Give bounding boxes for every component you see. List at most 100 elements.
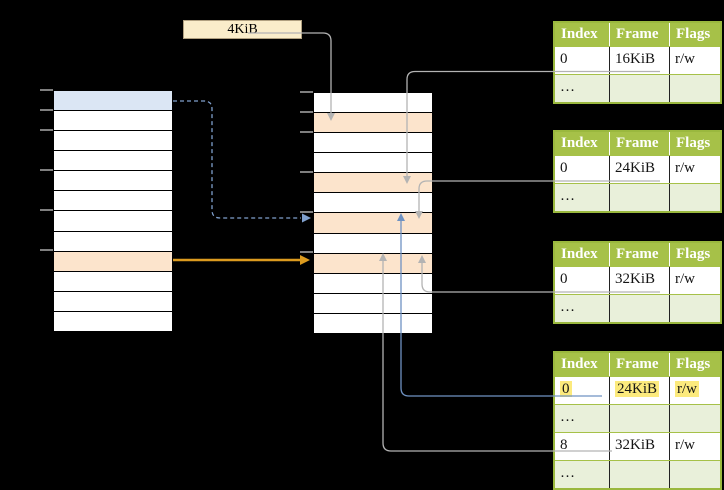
page-table-header-cell: Frame <box>610 243 670 266</box>
memory-cell-orange <box>314 213 432 234</box>
memory-cell-white <box>314 273 432 294</box>
page-table-cell <box>670 461 720 488</box>
page-table-cell: r/w <box>675 271 695 287</box>
connector-virtual-blue-dashed <box>173 100 311 223</box>
memory-cell-white <box>314 93 432 114</box>
physical-memory-column <box>313 92 433 334</box>
page-table-cell <box>670 295 720 322</box>
highlighted-value: r/w <box>675 381 699 397</box>
page-table-header-cell: Frame <box>610 23 670 46</box>
page-table-cell <box>670 405 720 432</box>
tick-mark <box>300 91 313 93</box>
memory-cell-white <box>54 171 172 192</box>
memory-cell-white <box>314 293 432 314</box>
page-table-header-cell: Index <box>555 23 610 46</box>
page-table-cell: … <box>555 184 610 211</box>
page-table-header-cell: Flags <box>676 246 711 262</box>
memory-cell-orange <box>54 251 172 272</box>
page-table-cell: 32KiB <box>610 267 670 294</box>
page-table-cell <box>610 461 670 488</box>
page-table-cell: … <box>555 405 610 432</box>
memory-cell-white <box>54 191 172 212</box>
page-table-header-cell: Flags <box>676 135 711 151</box>
page-table-row: … <box>555 404 720 432</box>
tick-mark <box>300 211 313 213</box>
page-table-cell <box>670 184 720 211</box>
page-table-header-cell: Index <box>555 353 610 376</box>
page-table-cell: 8 <box>555 433 610 460</box>
tick-mark <box>300 251 313 253</box>
page-table-header-cell: Frame <box>610 353 670 376</box>
memory-cell-white <box>314 313 432 333</box>
tick-mark <box>40 209 53 211</box>
tick-mark <box>40 89 53 91</box>
page-table-cell: 32KiB <box>610 433 670 460</box>
memory-cell-white <box>314 193 432 214</box>
page-table-cell: r/w <box>670 377 720 404</box>
memory-cell-white <box>54 291 172 312</box>
page-table-cell: 0 <box>555 377 610 404</box>
page-table-cell: 0 <box>555 47 610 74</box>
page-table-cell <box>610 184 670 211</box>
memory-cell-white <box>314 133 432 154</box>
memory-cell-white <box>54 111 172 132</box>
page-table-row: 0 24KiB r/w <box>555 376 720 404</box>
page-table-cell <box>670 75 720 102</box>
tick-mark <box>40 109 53 111</box>
highlighted-value: 0 <box>560 381 572 397</box>
memory-cell-orange <box>314 113 432 134</box>
highlighted-value: 24KiB <box>615 381 660 397</box>
page-table-header-cell: Flags <box>676 26 711 42</box>
memory-cell-blue <box>54 91 172 112</box>
memory-cell-orange <box>314 253 432 274</box>
page-table-cell: 0 <box>555 267 610 294</box>
tick-mark <box>40 129 53 131</box>
page-table-row: … <box>555 294 720 322</box>
page-table-cell <box>610 405 670 432</box>
page-table-cell: 24KiB <box>610 156 670 183</box>
memory-cell-white <box>54 151 172 172</box>
page-table-cell: … <box>555 295 610 322</box>
memory-cell-orange <box>314 173 432 194</box>
memory-cell-white <box>314 153 432 174</box>
page-table-header-cell: Flags <box>676 356 711 372</box>
tick-mark <box>300 131 313 133</box>
connector-virtual-orange-arrow <box>173 255 310 265</box>
page-table-cell: r/w <box>675 437 695 453</box>
tick-mark <box>300 111 313 113</box>
page-table-cell: r/w <box>675 160 695 176</box>
page-table-cell: 24KiB <box>610 377 670 404</box>
tick-mark <box>300 171 313 173</box>
page-table-cell <box>610 75 670 102</box>
page-table-cell: … <box>555 461 610 488</box>
page-table-row: … <box>555 460 720 488</box>
page-table-header-cell: Index <box>555 132 610 155</box>
memory-cell-white <box>54 271 172 292</box>
page-table-row: … <box>555 74 720 102</box>
tick-mark <box>40 169 53 171</box>
memory-cell-white <box>54 211 172 232</box>
page-table-cell <box>610 295 670 322</box>
memory-cell-white <box>54 231 172 252</box>
tick-mark <box>40 249 53 251</box>
page-table-row: … <box>555 183 720 211</box>
page-table-header-cell: Index <box>555 243 610 266</box>
memory-cell-white <box>314 233 432 254</box>
page-size-label: 4KiB <box>183 20 302 39</box>
page-table-cell: r/w <box>675 51 695 67</box>
page-table-header-cell: Frame <box>610 132 670 155</box>
page-table-cell: 0 <box>555 156 610 183</box>
page-table-cell: … <box>555 75 610 102</box>
memory-cell-white <box>54 131 172 152</box>
